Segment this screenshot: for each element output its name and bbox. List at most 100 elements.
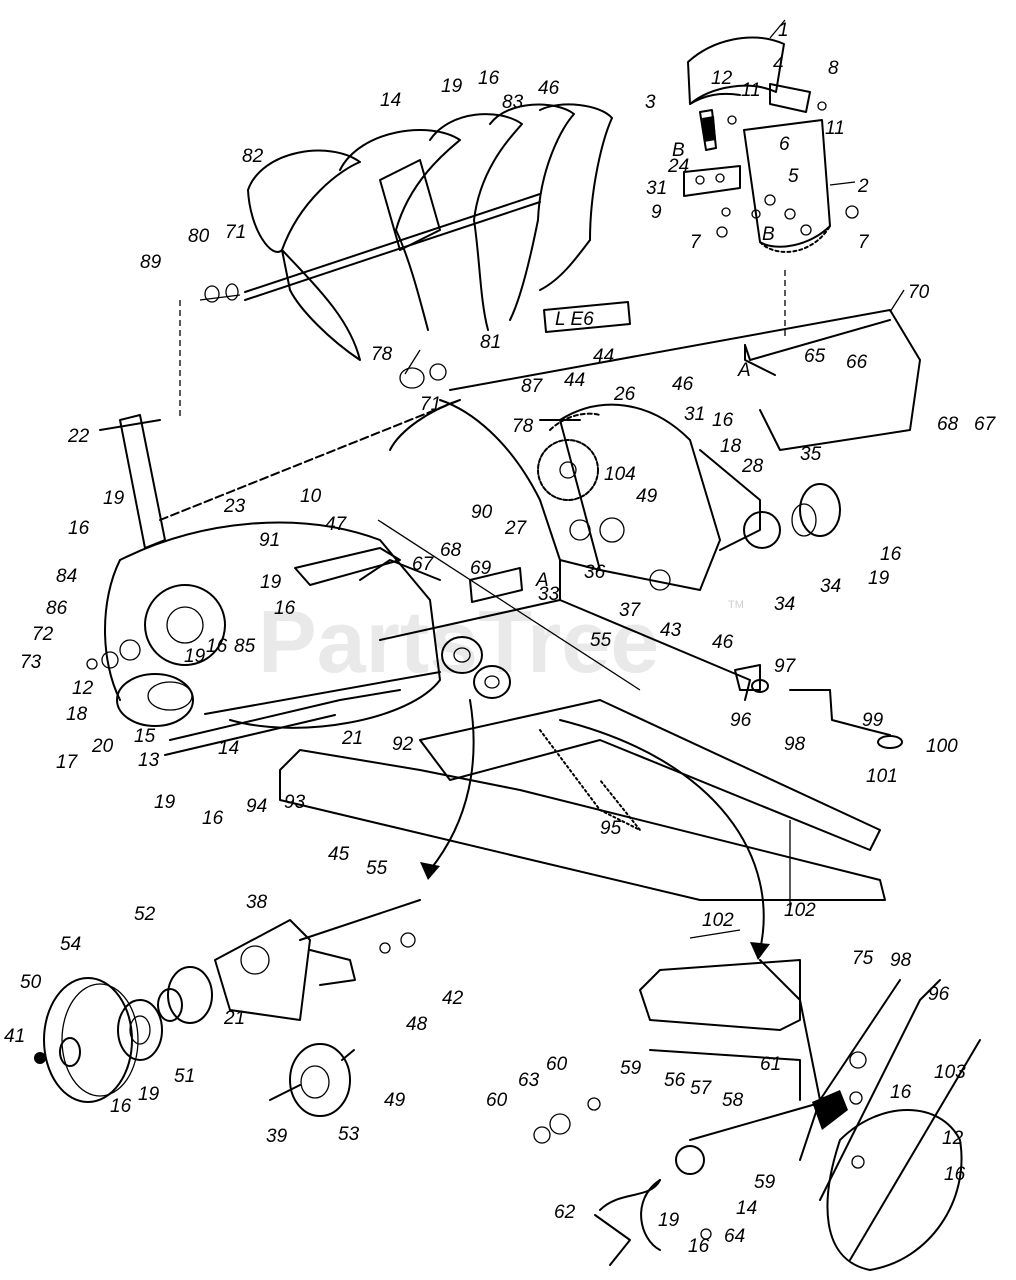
watermark: PartsTree <box>258 592 659 691</box>
label-34: 34 <box>820 576 841 597</box>
label-67: 67 <box>412 554 435 575</box>
watermark-tm: TM <box>728 599 744 611</box>
label-56: 56 <box>664 1070 686 1091</box>
discharge-chute-assembly <box>683 36 859 253</box>
label-96: 96 <box>730 710 752 731</box>
label-59: 59 <box>620 1058 642 1079</box>
label-49: 49 <box>384 1090 406 1111</box>
label-95: 95 <box>600 818 622 839</box>
label-50: 50 <box>20 972 42 993</box>
label-63: 63 <box>518 1070 540 1091</box>
label-69: 69 <box>470 558 492 579</box>
label-92: 92 <box>392 734 414 755</box>
label-87: 87 <box>521 376 544 397</box>
label-47: 47 <box>325 514 348 535</box>
label-16: 16 <box>68 518 90 539</box>
label-83: 83 <box>502 92 524 113</box>
label-19: 19 <box>184 646 206 667</box>
label-46: 46 <box>538 78 560 99</box>
label-35: 35 <box>800 444 822 465</box>
label-16: 16 <box>688 1236 710 1257</box>
label-78: 78 <box>512 416 534 437</box>
label-99: 99 <box>862 710 884 731</box>
label-9: 9 <box>651 202 662 223</box>
label-21: 21 <box>341 728 363 749</box>
label-28: 28 <box>741 456 764 477</box>
label-78: 78 <box>371 344 393 365</box>
label-12: 12 <box>72 678 94 699</box>
label-19: 19 <box>658 1210 680 1231</box>
linkage-detail-assembly <box>533 959 981 1271</box>
label-104: 104 <box>604 464 636 485</box>
label-84: 84 <box>56 566 77 587</box>
label-46: 46 <box>712 632 734 653</box>
label-96: 96 <box>928 984 950 1005</box>
frame-rails <box>99 399 886 901</box>
label-97: 97 <box>774 656 797 677</box>
label-100: 100 <box>926 736 958 757</box>
label-19: 19 <box>103 488 125 509</box>
label-86: 86 <box>46 598 68 619</box>
label-80: 80 <box>188 226 210 247</box>
label-16: 16 <box>202 808 224 829</box>
label-41: 41 <box>4 1026 25 1047</box>
label-11: 11 <box>741 80 761 101</box>
label-81: 81 <box>480 332 501 353</box>
label-98: 98 <box>890 950 912 971</box>
label-64: 64 <box>724 1226 745 1247</box>
label-15: 15 <box>134 726 156 747</box>
label-51: 51 <box>174 1066 195 1087</box>
label-60: 60 <box>546 1054 568 1075</box>
label-58: 58 <box>722 1090 744 1111</box>
label-24: 24 <box>667 156 689 177</box>
label-2: 2 <box>857 176 869 197</box>
label-73: 73 <box>20 652 42 673</box>
label-7: 7 <box>690 232 702 253</box>
sprocket-87 <box>537 439 599 501</box>
label-60: 60 <box>486 1090 508 1111</box>
label-18: 18 <box>66 704 88 725</box>
label-72: 72 <box>32 624 54 645</box>
label-62: 62 <box>554 1202 576 1223</box>
label-16: 16 <box>712 410 734 431</box>
label-B: B <box>672 140 685 161</box>
label-53: 53 <box>338 1124 360 1145</box>
label-49: 49 <box>636 486 658 507</box>
label-4: 4 <box>773 54 784 75</box>
label-44: 44 <box>593 346 614 367</box>
label-44: 44 <box>564 370 585 391</box>
label-22: 22 <box>67 426 90 447</box>
label-68: 68 <box>937 414 959 435</box>
label-5: 5 <box>788 166 799 187</box>
label-B: B <box>762 224 775 245</box>
label-89: 89 <box>140 252 162 273</box>
leader-lines <box>179 19 905 960</box>
label-A: A <box>737 360 751 381</box>
label-43: 43 <box>660 620 682 641</box>
auger-assembly <box>204 103 613 389</box>
label-54: 54 <box>60 934 81 955</box>
label-36: 36 <box>584 562 606 583</box>
label-67: 67 <box>974 414 997 435</box>
label-13: 13 <box>138 750 160 771</box>
label-37: 37 <box>619 600 642 621</box>
label-38: 38 <box>246 892 268 913</box>
label-23: 23 <box>223 496 246 517</box>
label-65: 65 <box>804 346 826 367</box>
label-8: 8 <box>828 58 839 79</box>
label-19: 19 <box>154 792 176 813</box>
label-14: 14 <box>380 90 401 111</box>
label-101: 101 <box>866 766 898 787</box>
label-19: 19 <box>868 568 890 589</box>
part-labels: 1 4 8 3 12 11 11 B 6 5 24 31 2 9 7 B 7 1… <box>4 20 997 1257</box>
label-19: 19 <box>138 1084 160 1105</box>
label-16: 16 <box>274 598 296 619</box>
label-91: 91 <box>259 530 280 551</box>
label-42: 42 <box>442 988 464 1009</box>
label-16: 16 <box>890 1082 912 1103</box>
label-6: 6 <box>779 134 790 155</box>
label-1: 1 <box>778 20 789 41</box>
label-57: 57 <box>690 1078 713 1099</box>
label-16: 16 <box>110 1096 132 1117</box>
